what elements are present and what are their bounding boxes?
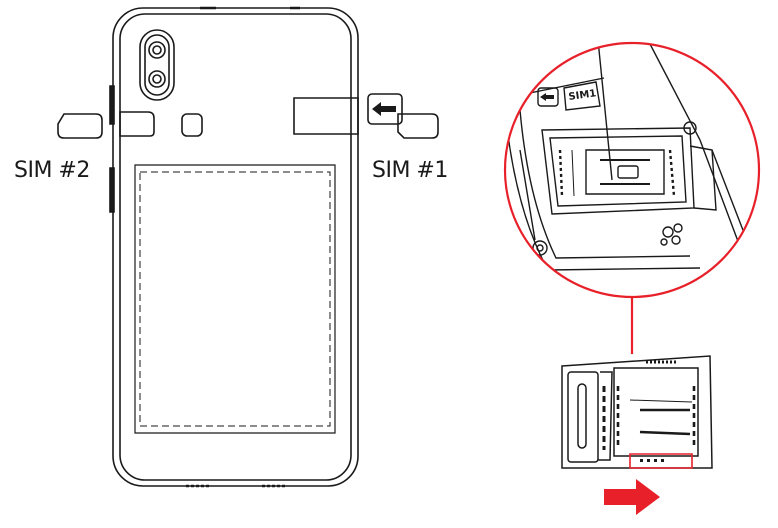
volume-button	[110, 86, 114, 124]
sim-tray-dots	[640, 459, 664, 462]
sim-tray-handle	[568, 372, 598, 462]
phone-back	[110, 8, 358, 486]
zoom-sim-chip	[618, 166, 638, 178]
battery-label-area	[135, 165, 335, 433]
zoom-frame-edge-2	[650, 44, 700, 140]
sim2-label: SIM #2	[14, 158, 90, 183]
sim-tray	[562, 356, 712, 468]
zoom-circle-outline	[505, 43, 759, 297]
zoom-tray-bracket	[690, 146, 716, 210]
phone-outer-shell	[113, 8, 358, 486]
camera-lens-1	[149, 42, 165, 58]
sim2-card	[58, 114, 102, 138]
sim1-arrow-box	[368, 94, 402, 124]
zoom-mini-arrow-icon	[540, 93, 554, 101]
zoom-contacts-right	[670, 150, 674, 196]
sim1-slot	[294, 98, 358, 134]
zoom-mini-card	[538, 88, 558, 106]
sim1-label: SIM #1	[372, 158, 448, 183]
zoom-contacts-line	[572, 150, 574, 196]
camera-module-inner	[145, 35, 169, 95]
arrow-right-icon	[604, 479, 660, 515]
zoom-tray-holder-inner	[550, 136, 686, 206]
sim-tray-rail	[630, 400, 692, 402]
zoom-side-ridge	[520, 150, 535, 240]
zoom-housing-curve-2	[520, 110, 690, 258]
zoom-detail	[505, 40, 770, 354]
sim1-card-group	[368, 94, 438, 138]
camera-lens-2	[149, 71, 165, 87]
zoom-sim1-tab	[564, 82, 600, 110]
camera-lens-1-inner	[153, 46, 161, 54]
sim-tray-slot	[578, 384, 586, 448]
sim-tray-card-edge-2	[640, 432, 690, 434]
phone-inner-shell	[120, 14, 351, 480]
sim-tray-highlight	[630, 454, 692, 468]
camera-module	[140, 30, 174, 100]
sim-tray-bay	[614, 368, 698, 456]
zoom-frame-edge-4	[712, 150, 770, 300]
zoom-screw-bottom-inner	[537, 245, 543, 251]
camera-lens-2-inner	[153, 75, 161, 83]
zoom-component	[661, 224, 682, 245]
power-button	[110, 168, 114, 212]
zoom-sim-card	[586, 150, 664, 194]
arrow-left-icon	[372, 102, 396, 116]
zoom-frame-edge	[598, 40, 612, 180]
zoom-contacts-left	[560, 150, 562, 196]
sim-tray-neck	[598, 372, 612, 460]
zoom-housing-curve	[505, 110, 700, 270]
sim-tray-outline	[562, 356, 712, 468]
zoom-screw-top	[684, 122, 696, 134]
sim2-slot	[120, 112, 154, 136]
fingerprint-sensor	[182, 114, 202, 136]
sim1-card	[398, 114, 438, 138]
zoom-frame-edge-3	[700, 140, 760, 300]
